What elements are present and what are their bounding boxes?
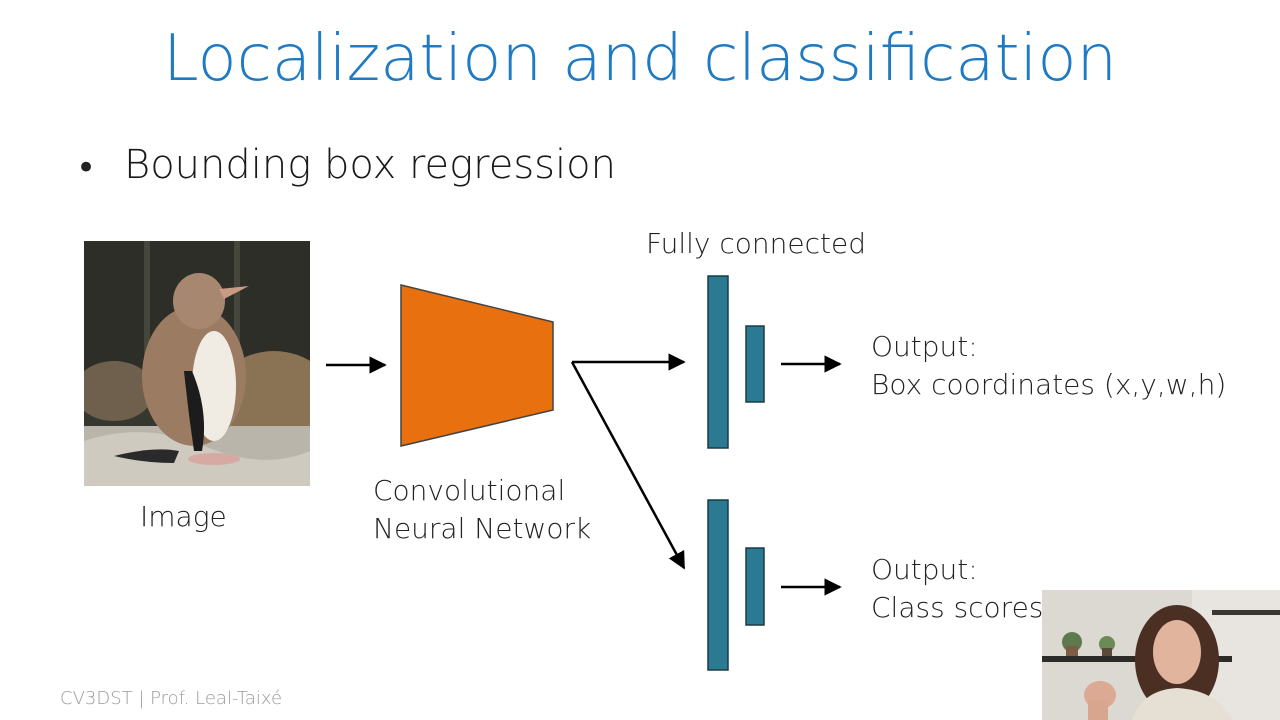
- penguin-photo: [84, 241, 310, 486]
- cnn-label-line2: Neural Network: [373, 512, 592, 545]
- fc-layer-bottom-small: [745, 547, 765, 626]
- presenter-webcam: [1042, 590, 1280, 720]
- output2-label: Output:: [871, 553, 978, 586]
- cnn-label-line1: Convolutional: [373, 474, 566, 507]
- fc-layer-top-large: [707, 275, 729, 449]
- fully-connected-label: Fully connected: [646, 227, 866, 260]
- image-label: Image: [140, 500, 227, 533]
- cnn-block: [400, 284, 554, 447]
- slide-footer: CV3DST | Prof. Leal-Taixé: [60, 688, 283, 709]
- fc-layer-top-small: [745, 325, 765, 403]
- penguin-chick-icon: [84, 241, 310, 486]
- bullet-dot: •: [76, 148, 97, 188]
- bullet-text: Bounding box regression: [124, 142, 616, 188]
- fc-layer-bottom-large: [707, 499, 729, 671]
- output1-label: Output:: [871, 330, 978, 363]
- output1-value: Box coordinates (x,y,w,h): [871, 368, 1227, 401]
- output2-value: Class scores: [871, 591, 1044, 624]
- slide-title: Localization and classification: [162, 22, 1118, 96]
- presenter-webcam-icon: [1042, 590, 1280, 720]
- arrow-cnn-to-fc-bottom: [570, 361, 686, 570]
